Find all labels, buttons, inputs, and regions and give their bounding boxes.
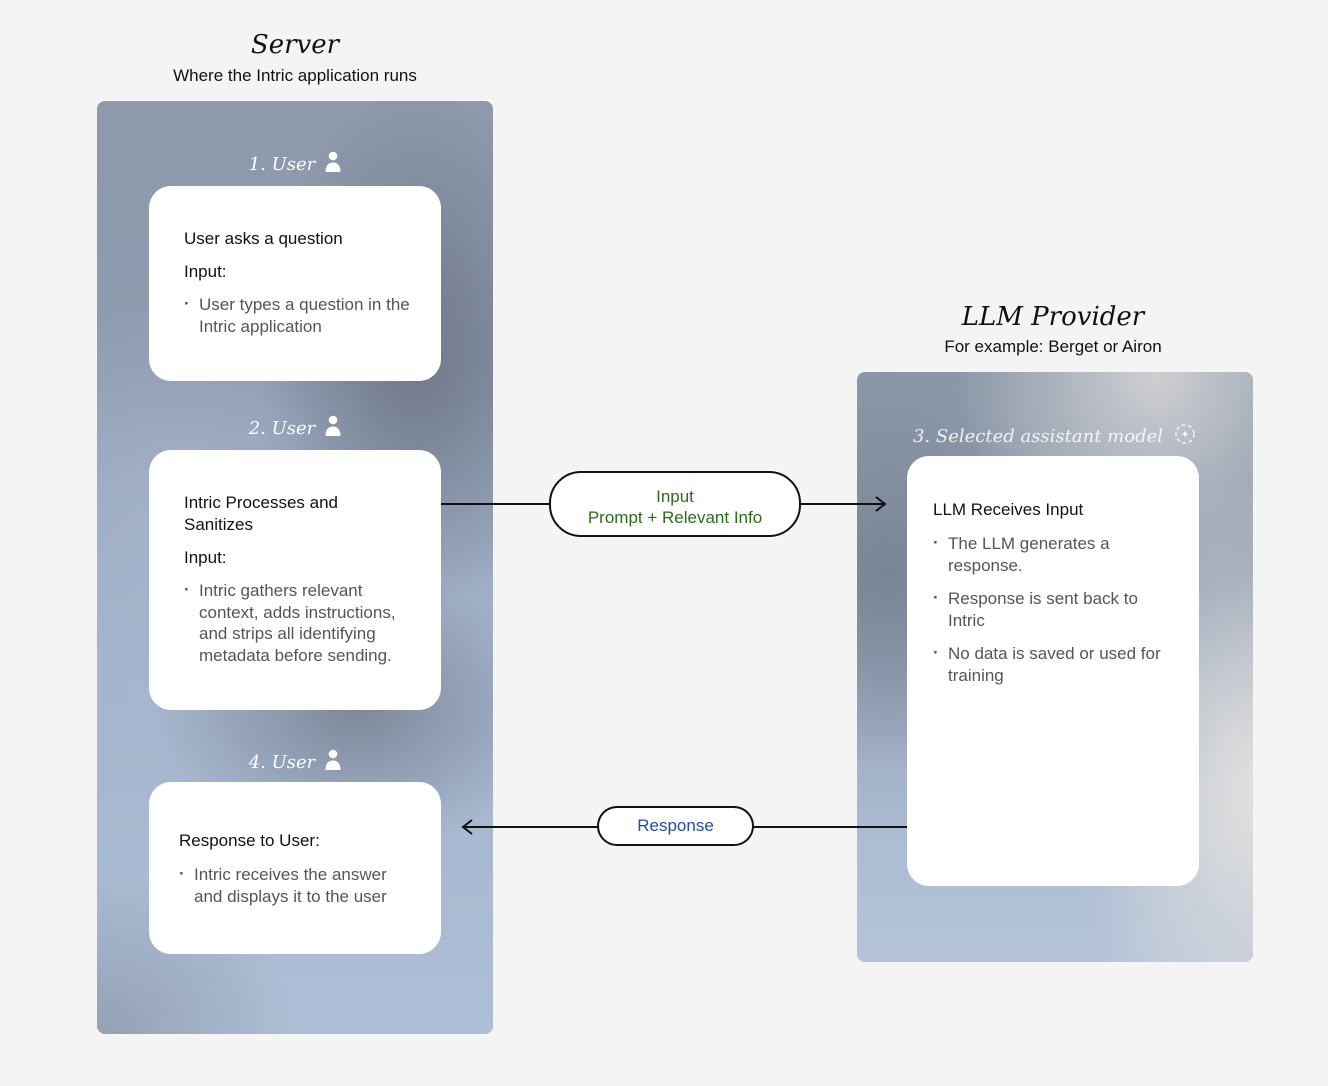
step-1-input-label: Input: (184, 262, 227, 281)
step-4-card-title: Response to User: (179, 831, 320, 850)
step-4-bullets: Intric receives the answer and displays … (179, 863, 411, 907)
input-pill: Input Prompt + Relevant Info (549, 471, 801, 537)
step-2-label-text: 2. User (248, 418, 316, 439)
response-pill: Response (597, 806, 754, 846)
step-2-bullets: Intric gathers relevant context, adds in… (184, 579, 411, 666)
llm-subtitle: For example: Berget or Airon (944, 337, 1162, 356)
list-item: No data is saved or used for training (933, 642, 1169, 686)
llm-panel: 3. Selected assistant model LLM Receives… (857, 372, 1253, 962)
step-3-label-text: 3. Selected assistant model (912, 426, 1164, 447)
input-pill-title: Input (656, 487, 694, 506)
sparkle-model-icon (1173, 422, 1197, 451)
llm-bullets: The LLM generates a response. Response i… (933, 532, 1169, 686)
user-icon (325, 151, 341, 178)
llm-title: LLM Provider (961, 302, 1145, 332)
step-2-card-title: Intric Processes and Sanitizes (184, 493, 339, 534)
step-2-input-label: Input: (184, 548, 227, 567)
input-pill-subtitle: Prompt + Relevant Info (587, 508, 763, 527)
step-2-card: Intric Processes and Sanitizes Input: In… (149, 450, 441, 710)
step-4-label: 4. User (97, 749, 493, 776)
server-subtitle: Where the Intric application runs (173, 66, 417, 85)
user-icon (325, 415, 341, 442)
list-item: Response is sent back to Intric (933, 587, 1169, 631)
llm-card-title: LLM Receives Input (933, 500, 1084, 519)
step-2-label: 2. User (97, 415, 493, 442)
list-item: Intric receives the answer and displays … (179, 863, 411, 907)
step-1-label: 1. User (97, 151, 493, 178)
server-panel: 1. User User asks a question Input: User… (97, 101, 493, 1034)
list-item: User types a question in the Intric appl… (184, 293, 411, 337)
step-3-label: 3. Selected assistant model (857, 422, 1253, 451)
step-4-card: Response to User: Intric receives the an… (149, 782, 441, 954)
step-1-label-text: 1. User (248, 154, 316, 175)
step-1-card: User asks a question Input: User types a… (149, 186, 441, 381)
response-pill-label: Response (637, 816, 714, 835)
step-4-label-text: 4. User (248, 752, 316, 773)
server-title: Server (250, 30, 340, 60)
step-1-card-title: User asks a question (184, 229, 343, 248)
step-1-bullets: User types a question in the Intric appl… (184, 293, 411, 337)
list-item: The LLM generates a response. (933, 532, 1169, 576)
user-icon (325, 749, 341, 776)
llm-card: LLM Receives Input The LLM generates a r… (907, 456, 1199, 886)
list-item: Intric gathers relevant context, adds in… (184, 579, 411, 666)
